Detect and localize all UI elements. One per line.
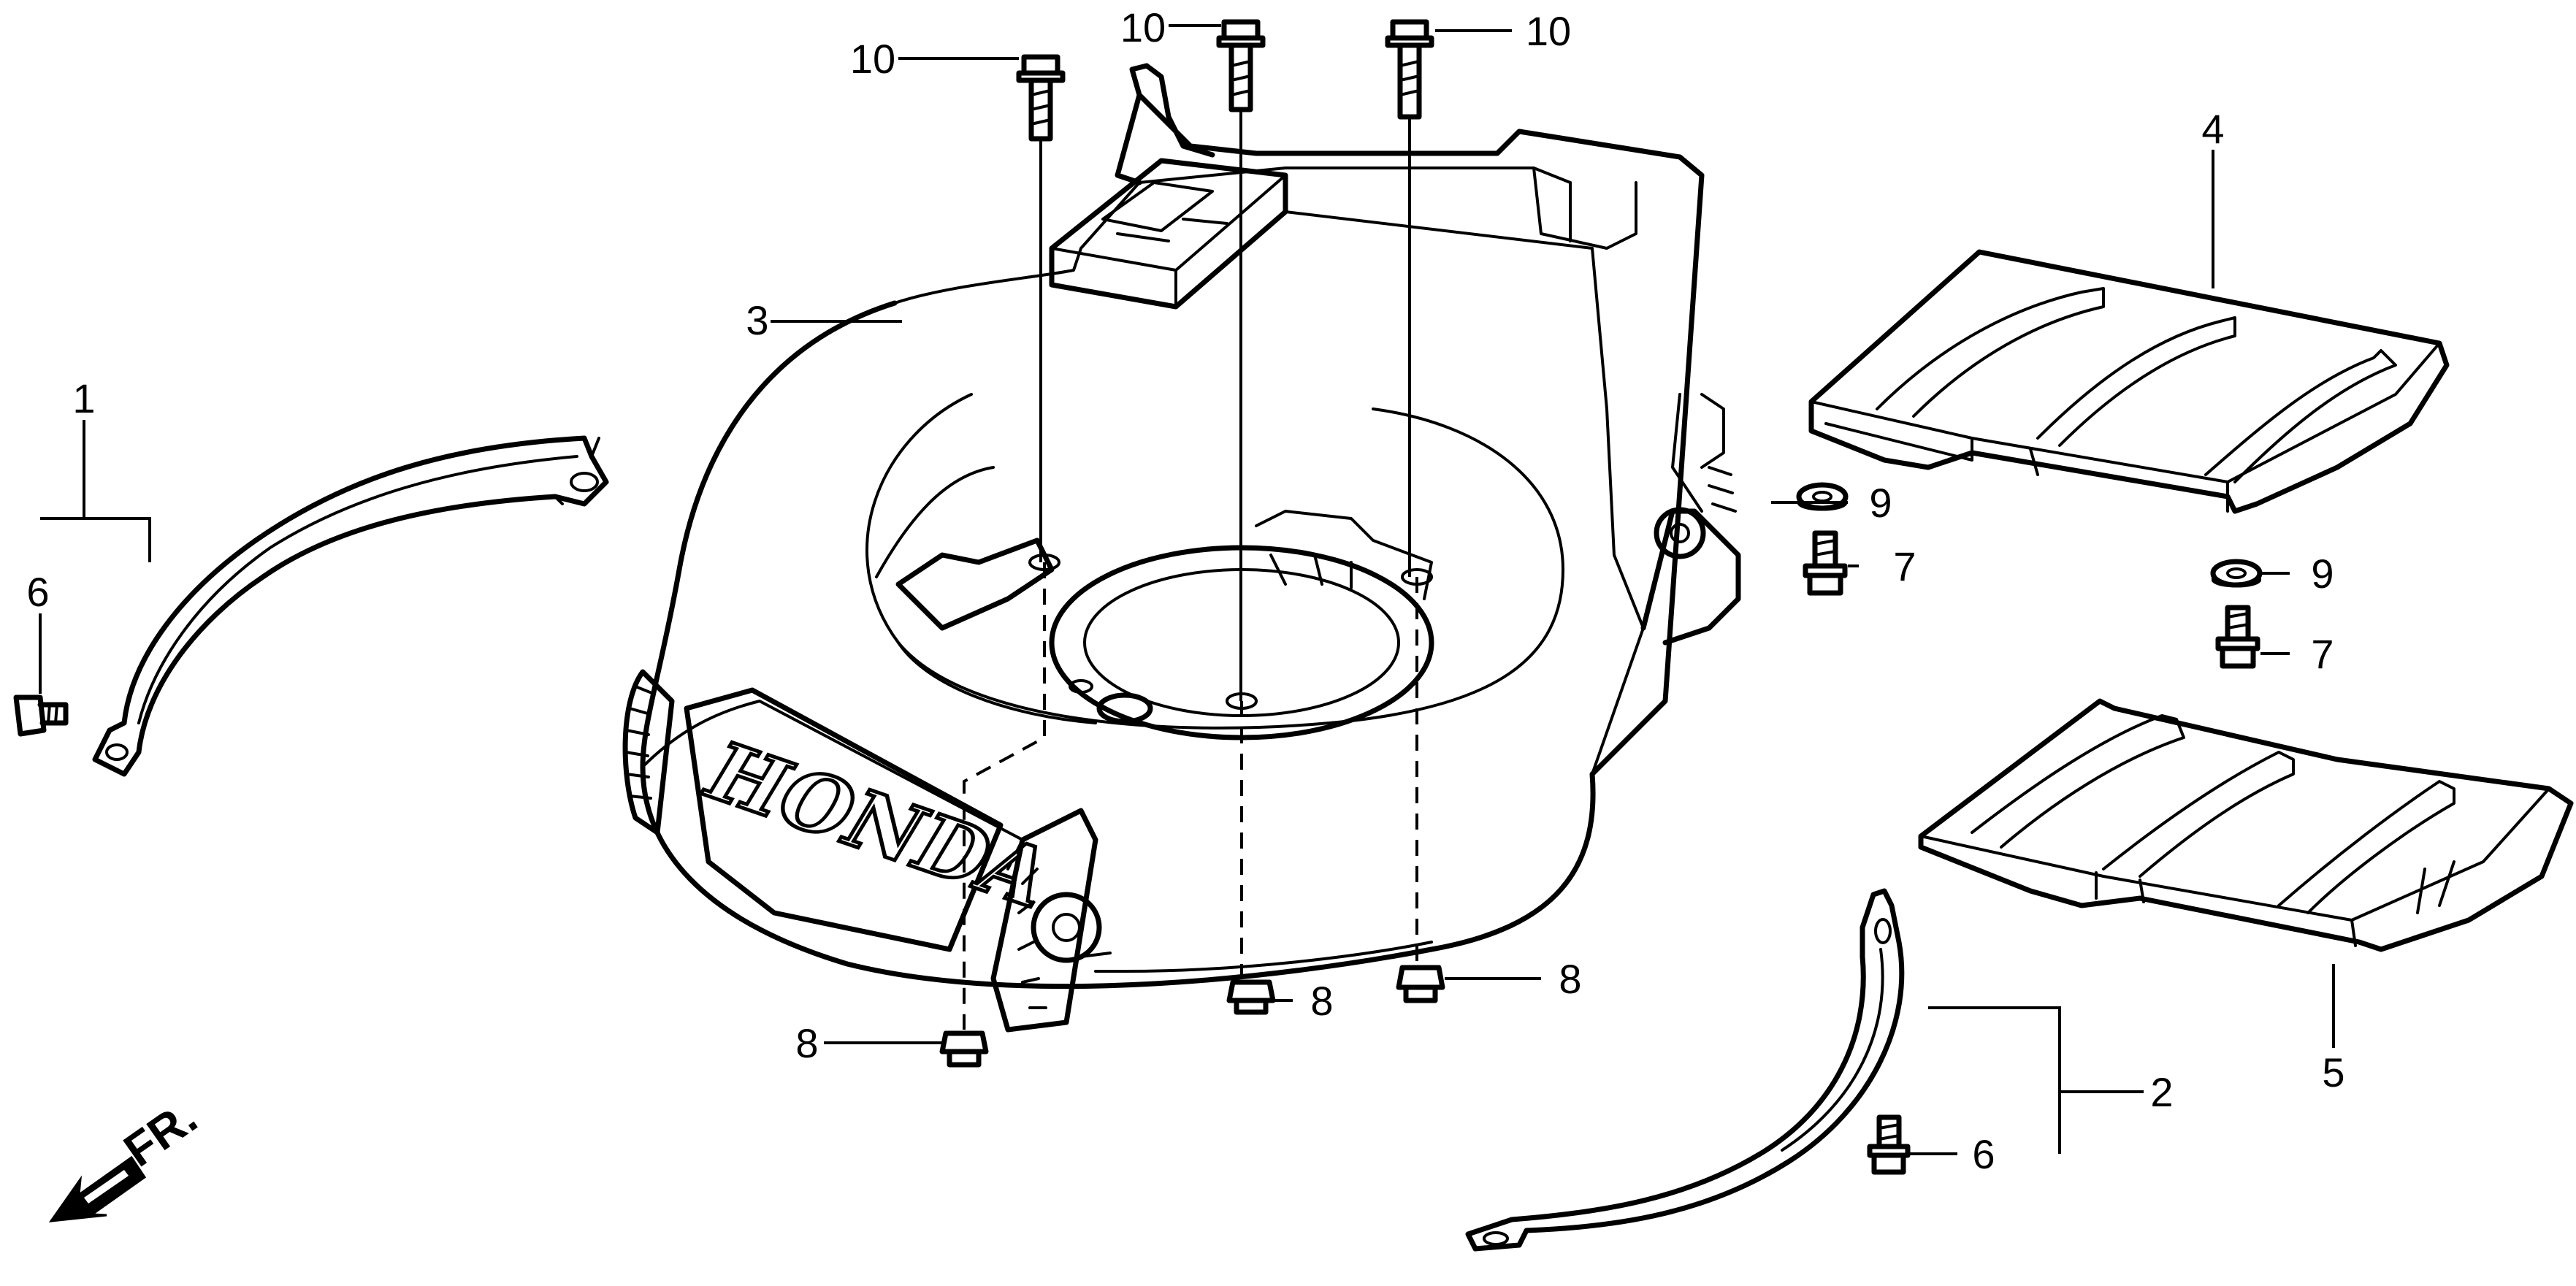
callout-10-right: 10 bbox=[1526, 8, 1571, 54]
skirt-strip-part-2 bbox=[1465, 888, 1905, 1252]
flange-nut-8-right bbox=[1396, 965, 1445, 1003]
callout-8-right: 8 bbox=[1559, 956, 1581, 1002]
washer-9-lower bbox=[2210, 559, 2263, 588]
skirt-strip-part-1 bbox=[92, 435, 609, 777]
callout-7-upper: 7 bbox=[1893, 543, 1916, 589]
hex-bolt-6-right bbox=[1867, 1114, 1911, 1175]
callout-2: 2 bbox=[2150, 1069, 2173, 1115]
callout-labels: 1 2 3 4 5 6 6 7 7 8 8 8 9 9 10 10 10 bbox=[26, 4, 2344, 1177]
callout-9-lower: 9 bbox=[2311, 551, 2334, 597]
leader-lines bbox=[39, 24, 2335, 1155]
washer-9-upper bbox=[1796, 482, 1849, 511]
front-direction-indicator: FR. bbox=[48, 1090, 206, 1222]
callout-10-left: 10 bbox=[850, 36, 895, 82]
hex-bolt-7-upper bbox=[1803, 530, 1848, 596]
rear-plate-part-5 bbox=[1918, 698, 2574, 952]
rear-plate-part-4 bbox=[1808, 249, 2450, 514]
callout-7-lower: 7 bbox=[2311, 631, 2334, 677]
flange-bolt-10-left bbox=[1016, 54, 1066, 142]
callout-6-left: 6 bbox=[26, 569, 49, 615]
callout-8-left: 8 bbox=[795, 1020, 818, 1066]
callout-5: 5 bbox=[2322, 1049, 2344, 1095]
flange-nut-8-middle bbox=[1226, 979, 1276, 1015]
callout-1: 1 bbox=[72, 375, 95, 421]
hex-bolt-7-lower bbox=[2215, 605, 2260, 669]
flange-bolt-10-right bbox=[1385, 19, 1434, 120]
flange-nut-8-left bbox=[939, 1030, 989, 1068]
callout-4: 4 bbox=[2201, 106, 2224, 152]
callout-6-right: 6 bbox=[1972, 1131, 1995, 1177]
callout-9-upper: 9 bbox=[1869, 480, 1892, 526]
callout-10-middle: 10 bbox=[1120, 4, 1166, 50]
mower-deck-part: HONDA bbox=[622, 63, 1741, 1033]
callout-3: 3 bbox=[746, 297, 768, 343]
hex-bolt-6-left bbox=[13, 694, 69, 737]
flange-bolt-10-middle bbox=[1216, 19, 1266, 112]
callout-8-middle: 8 bbox=[1310, 978, 1333, 1024]
